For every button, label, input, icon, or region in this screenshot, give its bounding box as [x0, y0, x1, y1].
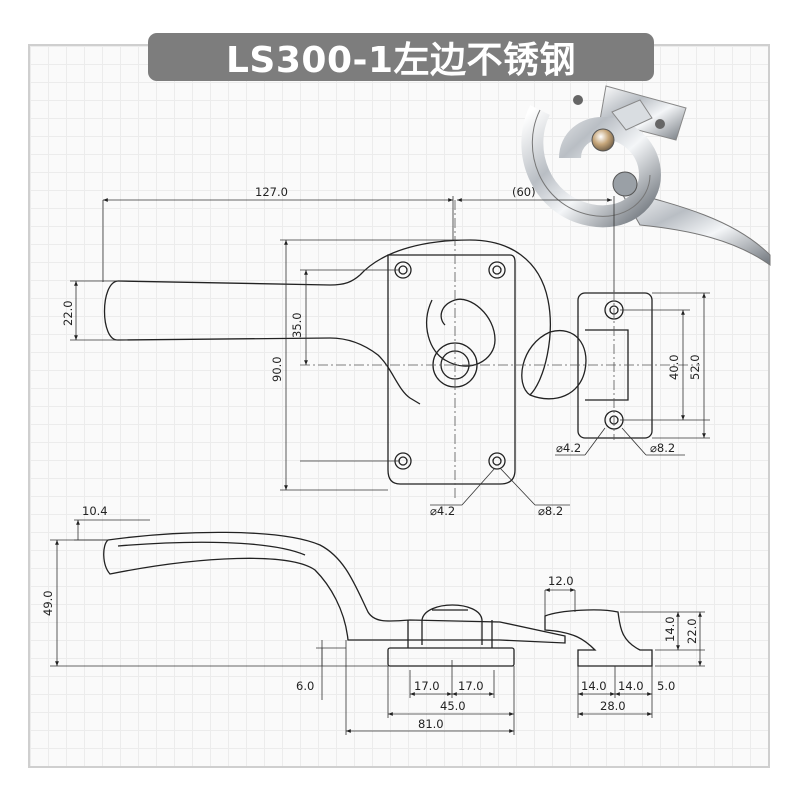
dim-17-b: 17.0	[458, 679, 484, 693]
dim-40: 40.0	[667, 354, 681, 380]
top-dimensions	[70, 196, 710, 506]
dim-14-vert: 14.0	[663, 616, 677, 642]
dim-90: 90.0	[270, 356, 284, 382]
dim-17-a: 17.0	[414, 679, 440, 693]
dimension-labels: 127.0 (60) 22.0 35.0 90.0 40.0 52.0 ⌀4.2…	[41, 185, 702, 731]
center-lines	[300, 200, 700, 500]
dim-49: 49.0	[41, 590, 55, 616]
dim-60: (60)	[512, 185, 536, 199]
dim-127: 127.0	[255, 185, 288, 199]
dim-12: 12.0	[548, 574, 574, 588]
dim-5: 5.0	[657, 679, 675, 693]
dim-hole-small-keeper: ⌀4.2	[556, 441, 581, 455]
dim-28: 28.0	[600, 699, 626, 713]
dim-22-handle: 22.0	[61, 300, 75, 326]
dim-45: 45.0	[440, 699, 466, 713]
title-text: LS300-1左边不锈钢	[225, 40, 576, 81]
dim-35: 35.0	[290, 312, 304, 338]
dim-6: 6.0	[296, 679, 314, 693]
side-view	[103, 531, 653, 667]
side-dimensions	[50, 519, 705, 735]
dim-22-keeper: 22.0	[685, 618, 699, 644]
title-banner: LS300-1左边不锈钢	[148, 33, 654, 81]
dim-81: 81.0	[418, 717, 444, 731]
product-photo	[521, 85, 771, 266]
dim-14-b: 14.0	[618, 679, 644, 693]
dim-hole-large-plate: ⌀8.2	[538, 504, 563, 518]
dim-hole-large-keeper: ⌀8.2	[650, 441, 675, 455]
dim-14-a: 14.0	[581, 679, 607, 693]
dim-52: 52.0	[688, 354, 702, 380]
dim-hole-small-plate: ⌀4.2	[430, 504, 455, 518]
dim-10-4: 10.4	[82, 504, 108, 518]
